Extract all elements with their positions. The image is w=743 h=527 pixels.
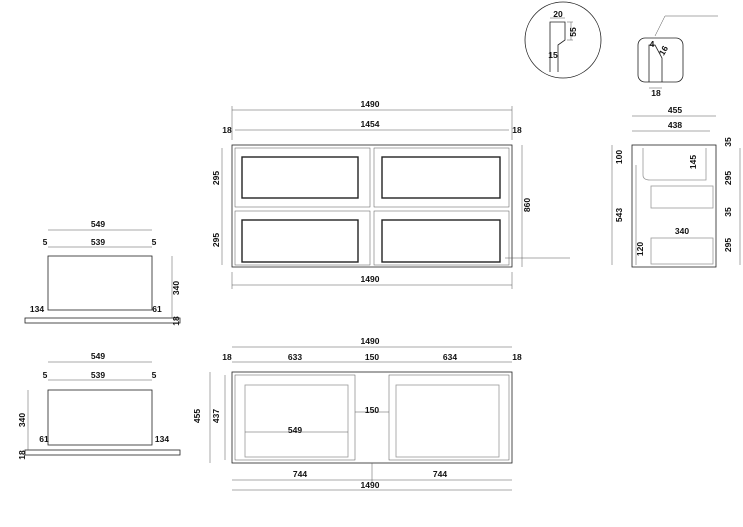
lt-dim-right-base: 61 — [152, 304, 162, 314]
lt-dim-height: 340 — [171, 281, 181, 295]
detail-circle-dim-15: 15 — [548, 50, 558, 60]
plan-dim-depth-outer: 455 — [192, 409, 202, 423]
lt-dim-inner-width: 539 — [91, 237, 105, 247]
front-dim-width-top: 1490 — [361, 99, 380, 109]
plan-dim-divider: 150 — [365, 352, 379, 362]
plan-dim-width-top: 1490 — [361, 336, 380, 346]
side-dim-bottom-offset: 120 — [635, 242, 645, 256]
plan-dim-left-bay: 633 — [288, 352, 302, 362]
plan-dim-half-left: 744 — [293, 469, 307, 479]
plan-dim-depth-inner: 437 — [211, 409, 221, 423]
plan-dim-width-bottom: 1490 — [361, 480, 380, 490]
lt-dim-offset-left: 5 — [43, 237, 48, 247]
side-dim-drawer-depth: 340 — [675, 226, 689, 236]
front-dim-width-bottom: 1490 — [361, 274, 380, 284]
detail-circle: 20 55 15 — [524, 1, 602, 79]
side-dim-top-gap: 35 — [723, 137, 733, 147]
lb-dim-right-base: 134 — [155, 434, 169, 444]
detail-circle-dim-55: 55 — [568, 27, 578, 37]
front-dim-side-left: 18 — [222, 125, 232, 135]
front-dim-drawer2: 295 — [211, 233, 221, 247]
side-dim-basin-depth: 145 — [688, 155, 698, 169]
side-dim-width-outer: 455 — [668, 105, 682, 115]
lb-dim-offset-left: 5 — [43, 370, 48, 380]
plan-view: 1490 18 633 150 634 18 455 437 150 549 7… — [192, 336, 522, 491]
detail-box-dim-16: 16 — [657, 44, 671, 57]
plan-dim-divider-inner: 150 — [365, 405, 379, 415]
front-dim-total-height: 860 — [522, 198, 532, 212]
lb-dim-left-base: 61 — [39, 434, 49, 444]
detail-box-dim-4: 4 — [650, 39, 655, 49]
plan-dim-half-right: 744 — [433, 469, 447, 479]
side-dim-mid-gap: 35 — [723, 207, 733, 217]
detail-box: 4 16 18 — [637, 15, 718, 98]
front-dim-drawer1: 295 — [211, 171, 221, 185]
side-dim-drawer1: 295 — [723, 171, 733, 185]
plan-dim-right-bay: 634 — [443, 352, 457, 362]
side-dim-total-height: 543 — [614, 208, 624, 222]
lt-dim-width: 549 — [91, 219, 105, 229]
front-elevation: 1490 18 1454 18 295 295 860 1490 — [211, 99, 570, 289]
plan-dim-side-right: 18 — [512, 352, 522, 362]
lt-dim-offset-right: 5 — [152, 237, 157, 247]
front-dim-side-right: 18 — [512, 125, 522, 135]
lb-dim-offset-right: 5 — [152, 370, 157, 380]
plan-dim-drawer-width: 549 — [288, 425, 302, 435]
lb-dim-base: 18 — [17, 450, 27, 460]
lb-dim-width: 549 — [91, 351, 105, 361]
side-dim-top-offset: 100 — [614, 150, 624, 164]
detail-circle-dim-20: 20 — [553, 9, 563, 19]
side-section: 455 438 35 100 145 295 543 35 340 120 29… — [611, 105, 741, 268]
plan-dim-side-left: 18 — [222, 352, 232, 362]
lt-dim-base: 18 — [171, 316, 181, 326]
side-dim-width-inner: 438 — [668, 120, 682, 130]
lb-dim-height: 340 — [17, 413, 27, 427]
lb-dim-inner-width: 539 — [91, 370, 105, 380]
drawer-view-top: 549 5 539 5 340 134 61 18 — [24, 219, 181, 326]
front-dim-inner-width: 1454 — [361, 119, 380, 129]
drawer-view-bottom: 549 5 539 5 340 61 134 18 — [17, 351, 181, 460]
side-dim-drawer2: 295 — [723, 238, 733, 252]
detail-box-dim-18: 18 — [651, 88, 661, 98]
lt-dim-left-base: 134 — [30, 304, 44, 314]
